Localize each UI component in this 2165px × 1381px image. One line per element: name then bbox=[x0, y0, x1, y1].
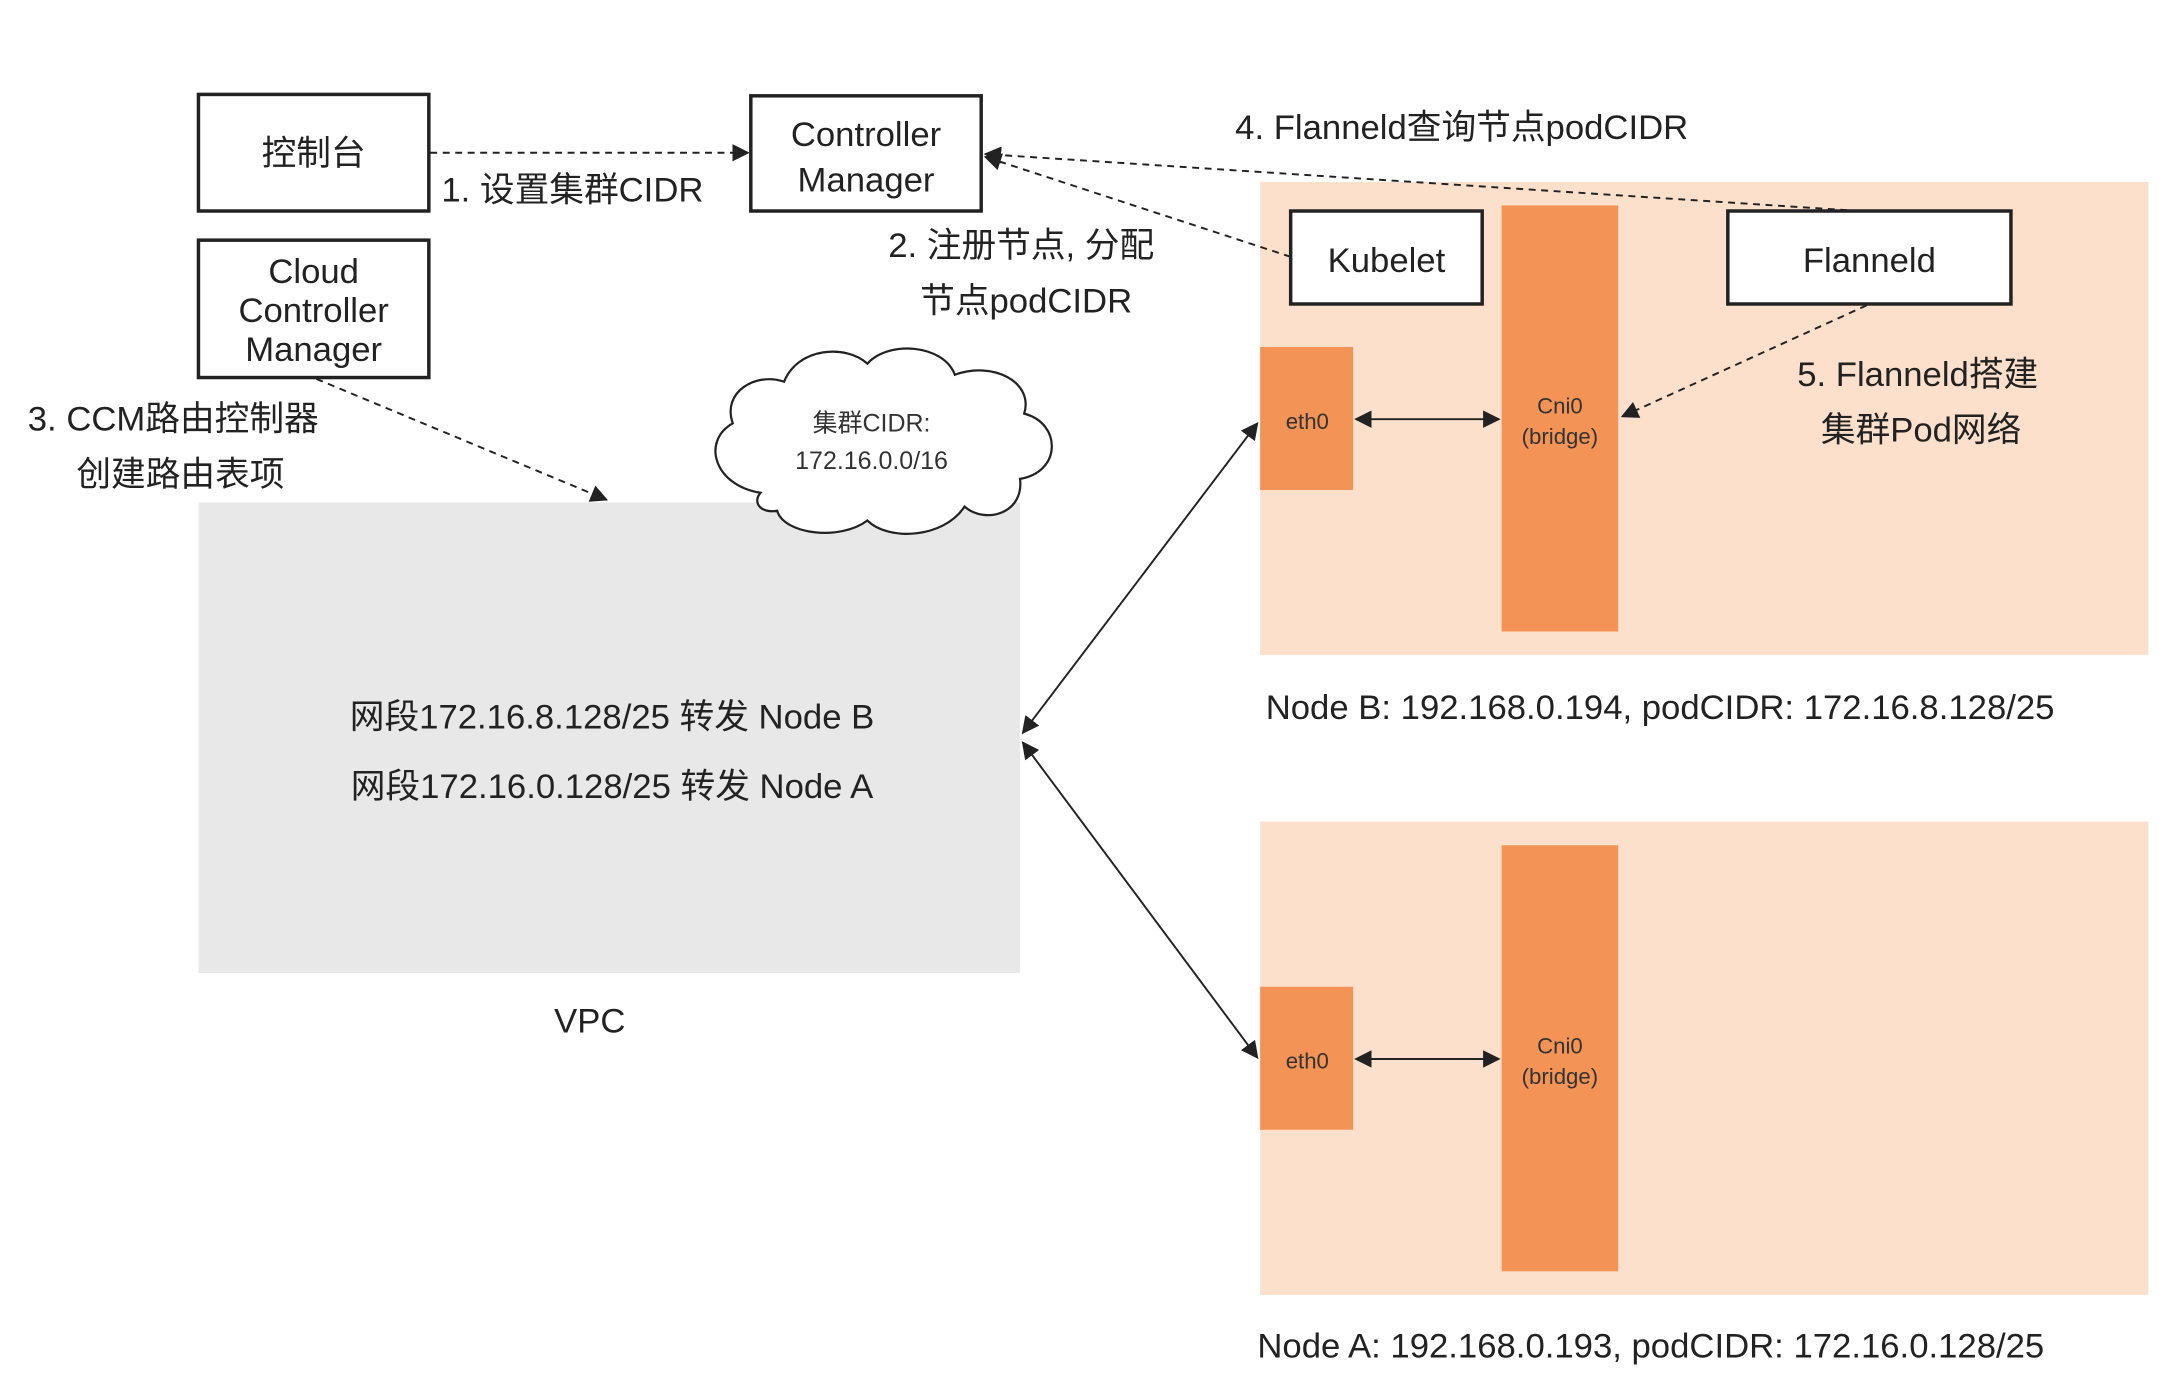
step3-label-1: 3. CCM路由控制器 bbox=[28, 399, 319, 438]
node-b-bridge bbox=[1501, 205, 1619, 632]
cluster-cidr-cloud bbox=[714, 347, 1053, 535]
console-label: 控制台 bbox=[262, 134, 366, 173]
node-b-eth0-label: eth0 bbox=[1286, 409, 1329, 434]
step5-label-2: 集群Pod网络 bbox=[1821, 410, 2021, 449]
console-box: 控制台 bbox=[196, 92, 431, 213]
cloud-title: 集群CIDR: bbox=[813, 410, 931, 438]
node-b-label: Node B: 192.168.0.194, podCIDR: 172.16.8… bbox=[1266, 689, 2055, 727]
node-a-eth0-label: eth0 bbox=[1286, 1049, 1329, 1074]
link-vpc-node-a bbox=[1021, 741, 1259, 1059]
node-a-eth0 bbox=[1260, 986, 1354, 1130]
step2-label-1: 2. 注册节点, 分配 bbox=[888, 226, 1154, 265]
step5-label-1: 5. Flanneld搭建 bbox=[1797, 355, 2038, 394]
node-a-bridge-sublabel: (bridge) bbox=[1522, 1064, 1598, 1089]
kubelet-box: Kubelet bbox=[1288, 209, 1484, 306]
node-a-bridge bbox=[1501, 845, 1619, 1272]
arrow-flanneld-to-cm bbox=[983, 146, 1860, 212]
flanneld-label: Flanneld bbox=[1803, 242, 1936, 280]
node-b-bridge-label: Cni0 bbox=[1537, 394, 1583, 419]
flanneld-box: Flanneld bbox=[1726, 209, 2013, 306]
node-b-eth0 bbox=[1260, 347, 1354, 490]
node-a-label: Node A: 192.168.0.193, podCIDR: 172.16.0… bbox=[1257, 1327, 2044, 1365]
vpc-label: VPC bbox=[554, 1003, 625, 1041]
step2-label-2: 节点podCIDR bbox=[920, 282, 1132, 320]
controller-manager-label-2: Manager bbox=[798, 162, 935, 200]
step1-label: 1. 设置集群CIDR bbox=[441, 170, 703, 209]
node-b-bridge-sublabel: (bridge) bbox=[1522, 424, 1598, 449]
arrow-kubelet-to-cm bbox=[983, 153, 1291, 258]
kubelet-label: Kubelet bbox=[1328, 242, 1446, 280]
ccm-label-3: Manager bbox=[245, 331, 382, 369]
node-a-bridge-label: Cni0 bbox=[1537, 1033, 1583, 1058]
link-vpc-node-b bbox=[1021, 421, 1259, 735]
vpc-route-node-b: 网段172.16.8.128/25 转发 Node B bbox=[350, 698, 874, 737]
vpc-route-node-a: 网段172.16.0.128/25 转发 Node A bbox=[351, 767, 874, 806]
cloud-controller-manager-box: Cloud Controller Manager bbox=[196, 238, 431, 380]
controller-manager-box: Controller Manager bbox=[749, 94, 983, 213]
controller-manager-label-1: Controller bbox=[791, 116, 941, 154]
step4-label: 4. Flanneld查询节点podCIDR bbox=[1235, 109, 1688, 147]
cloud-cidr: 172.16.0.0/16 bbox=[795, 447, 948, 475]
ccm-label-1: Cloud bbox=[268, 253, 359, 291]
vpc-area bbox=[198, 502, 1021, 973]
ccm-label-2: Controller bbox=[238, 292, 388, 330]
step3-label-2: 创建路由表项 bbox=[76, 455, 284, 494]
arrow-ccm-to-vpc bbox=[316, 378, 609, 502]
